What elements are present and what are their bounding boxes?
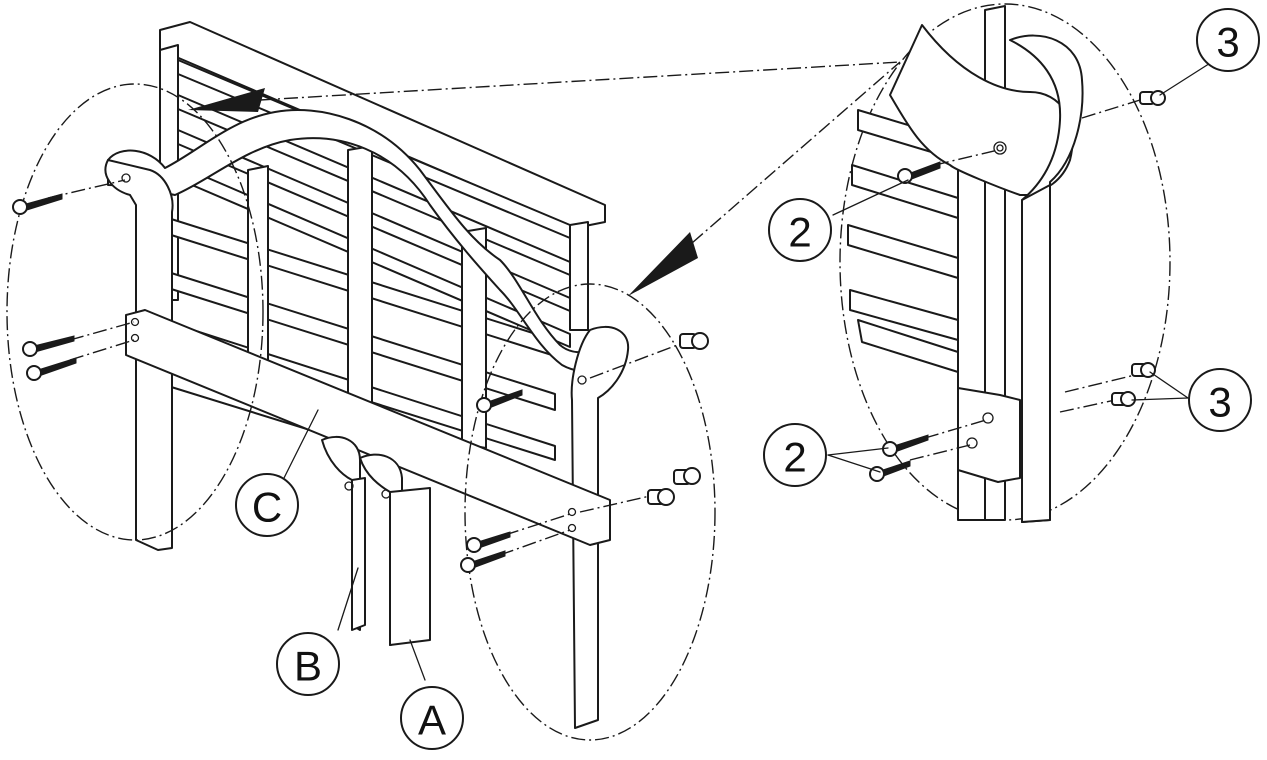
callout-2-bottom-label: 2	[783, 434, 806, 481]
leg-a-hole	[381, 489, 391, 499]
screw-icon	[12, 179, 126, 215]
screws-main	[12, 179, 709, 573]
barrel-nut-icon	[1064, 362, 1156, 393]
callout-b-label: B	[294, 643, 322, 690]
back-right-post	[569, 221, 589, 331]
barrel-nut-icon	[673, 467, 701, 485]
cross-rail-c	[125, 309, 611, 546]
direction-arrow-icon	[188, 88, 265, 112]
screw-icon	[22, 321, 135, 357]
callout-a: A	[400, 686, 464, 750]
screw-icon	[476, 389, 523, 413]
callout-c-label: C	[252, 484, 282, 531]
callout-3-bottom: 3	[1188, 368, 1252, 432]
callout-a-label: A	[418, 697, 446, 744]
barrel-nut-icon	[579, 488, 675, 513]
direction-arrow-icon	[628, 232, 698, 296]
screw-icon	[26, 339, 135, 381]
headboard-main	[104, 21, 630, 729]
callout-leaders	[281, 59, 1216, 681]
screw-icon	[882, 419, 987, 457]
left-detail-ellipse	[6, 83, 264, 541]
callout-2-top-label: 2	[788, 209, 811, 256]
callout-2-bottom: 2	[763, 423, 827, 487]
callout-3-top-label: 3	[1216, 19, 1239, 66]
callout-2-top: 2	[768, 198, 832, 262]
screw-icon	[466, 513, 571, 553]
callout-3-top: 3	[1196, 8, 1260, 72]
right-front-post	[570, 325, 630, 729]
callout-3-bottom-label: 3	[1208, 379, 1231, 426]
screw-icon	[897, 149, 999, 184]
right-detail-ellipse	[464, 283, 716, 741]
screw-icon	[460, 529, 571, 573]
barrel-nut-icon	[1059, 391, 1136, 413]
barrel-nut-icon	[589, 332, 709, 379]
zoom-detail	[847, 5, 1166, 523]
barrel-nut-icon	[1081, 90, 1166, 119]
callout-c: C	[235, 473, 299, 537]
leg-b-hole	[344, 481, 354, 491]
callout-b: B	[276, 632, 340, 696]
zoom-leader-top	[259, 61, 901, 101]
